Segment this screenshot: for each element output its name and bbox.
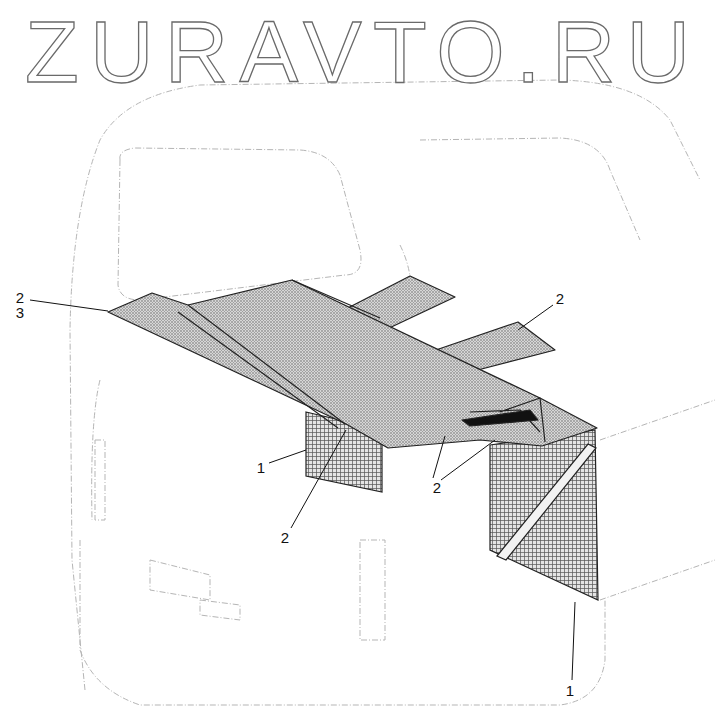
leader-line <box>30 300 108 311</box>
mat-fold <box>178 280 545 442</box>
leader-line <box>572 602 575 680</box>
leader-line <box>269 450 306 463</box>
leader-line <box>433 436 495 480</box>
leader-line <box>518 305 553 330</box>
callout-number: 3 <box>16 305 24 320</box>
leader-line <box>291 430 346 528</box>
mat-plate <box>108 280 597 448</box>
watermark: ZURAVTO.RU <box>25 8 701 96</box>
callout-number: 2 <box>433 480 441 495</box>
mat-shadow <box>462 410 538 426</box>
callout-number: 1 <box>257 460 265 475</box>
callout-number: 2 <box>16 290 24 305</box>
cab-side <box>600 400 715 600</box>
insulation-mat <box>108 276 597 448</box>
callout-number: 1 <box>566 683 574 698</box>
step <box>150 560 240 620</box>
panel-strip <box>497 444 596 560</box>
mat-panel <box>490 430 598 600</box>
callout-number: 2 <box>281 530 289 545</box>
callout-number: 2 <box>556 291 564 306</box>
leader-lines <box>30 300 575 680</box>
roof-edge <box>420 138 640 240</box>
cab-outline <box>70 80 715 705</box>
windshield <box>118 148 361 300</box>
